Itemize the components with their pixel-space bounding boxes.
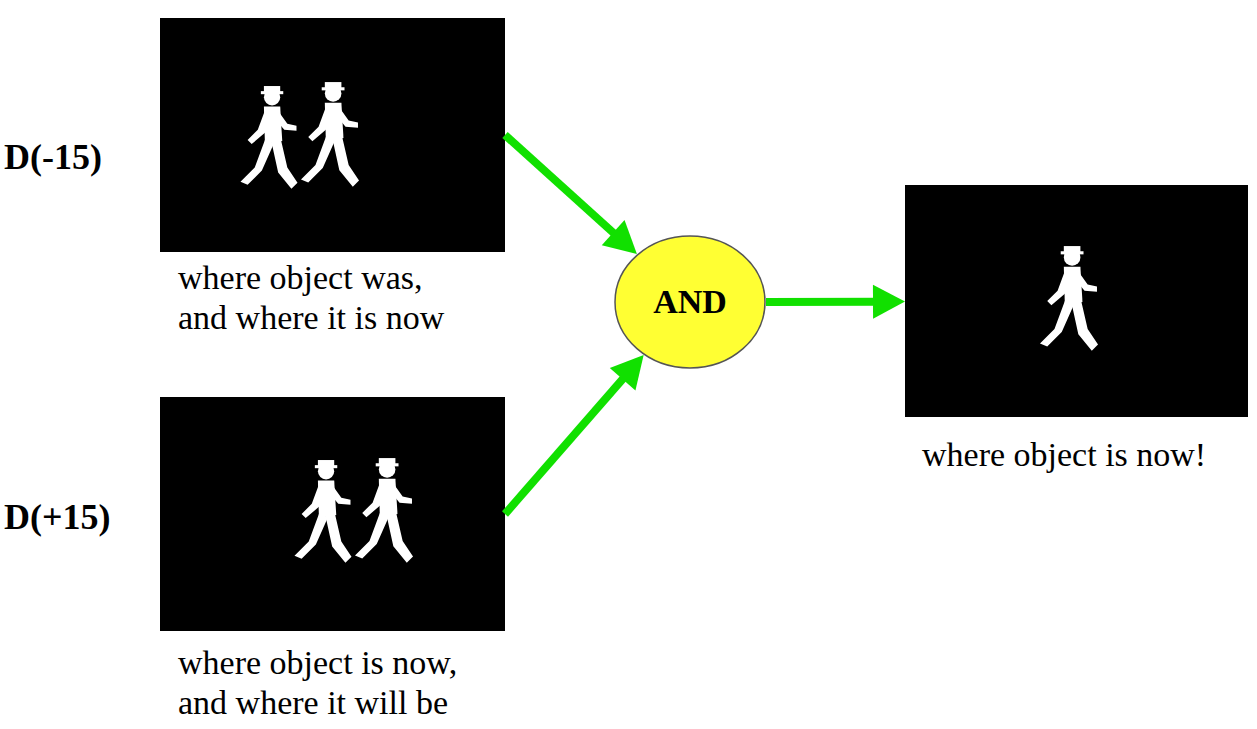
arrow-shaft	[505, 135, 618, 237]
image-frame: where object was, and where it is now	[160, 18, 505, 252]
flow-arrow	[766, 285, 905, 319]
walker-silhouette	[294, 460, 351, 563]
offset-label: D(-15)	[4, 136, 102, 178]
and-gate: AND	[614, 235, 766, 369]
offset-label: D(+15)	[4, 496, 111, 538]
image-caption: where object is now!	[922, 435, 1252, 475]
difference-image	[160, 18, 505, 252]
arrow-head	[602, 220, 637, 254]
walker-silhouette	[301, 82, 359, 187]
walker-silhouette	[355, 458, 413, 563]
image-frame: where object is now, and where it will b…	[160, 397, 505, 631]
gate-outline	[615, 236, 765, 368]
walker-silhouette	[240, 86, 297, 189]
flow-arrow	[505, 135, 637, 254]
walker-silhouette	[1040, 246, 1098, 351]
image-caption: where object is now, and where it will b…	[178, 643, 483, 723]
difference-image	[160, 397, 505, 631]
image-caption: where object was, and where it is now	[178, 258, 468, 338]
arrow-head	[873, 285, 905, 319]
arrow-shaft	[766, 298, 879, 306]
arrow-head	[610, 355, 644, 390]
arrow-shaft	[505, 375, 627, 514]
gate-label: AND	[653, 282, 727, 322]
image-frame: where object is now!	[905, 185, 1248, 417]
result-image	[905, 185, 1248, 417]
flow-arrow	[505, 355, 644, 514]
